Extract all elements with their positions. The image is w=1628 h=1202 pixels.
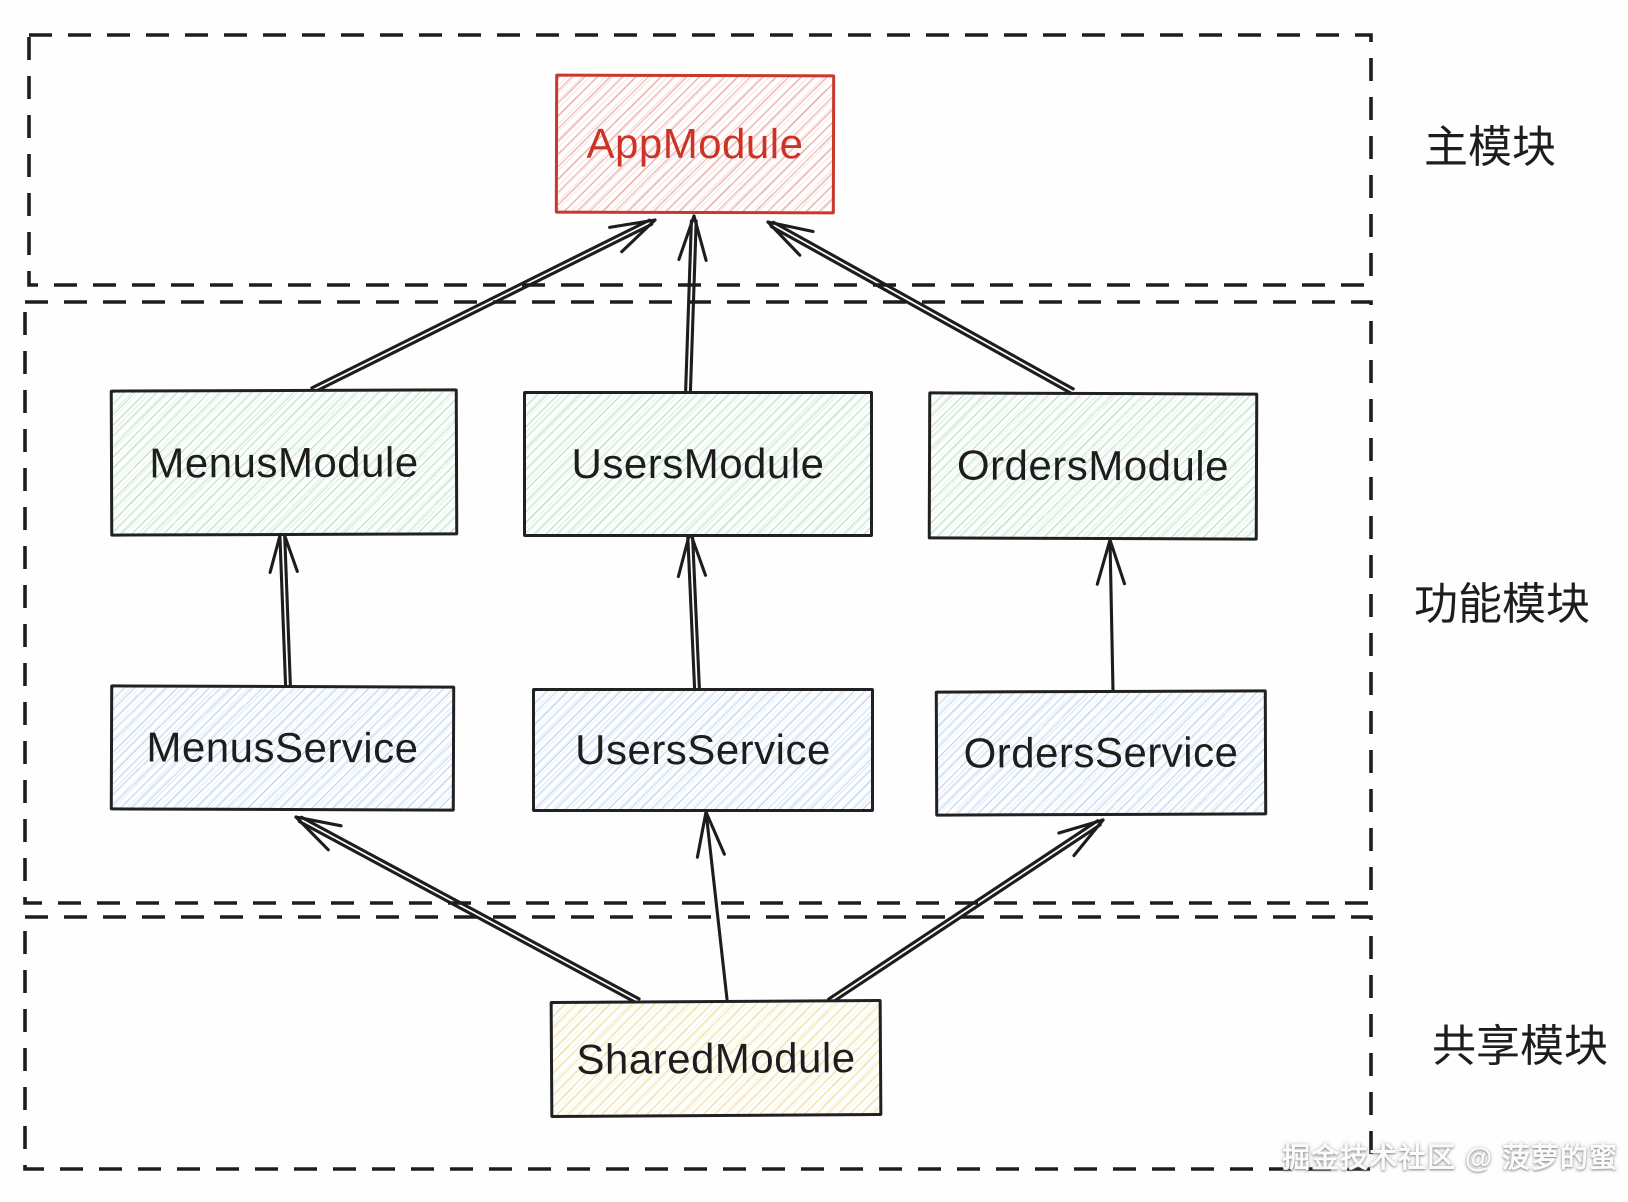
edge-orders-module-to-app-module [766,220,1075,395]
node-menus-service: MenusService [109,684,456,812]
node-orders-module: OrdersModule [927,391,1259,541]
node-users-service: UsersService [532,688,874,812]
section-box-shared-module [23,915,1373,1171]
edge-users-service-to-users-module [676,530,708,691]
edge-shared-module-to-menus-service [294,815,641,1005]
section-box-main-module [27,33,1373,287]
node-users-module: UsersModule [523,391,873,537]
section-label-main-module: 主模块 [1424,123,1556,172]
section-box-feature-module [23,300,1373,905]
node-shared-module: SharedModule [549,998,883,1119]
section-label-shared-module: 共享模块 [1432,1022,1608,1071]
edge-orders-service-to-orders-module [1095,538,1127,693]
section-label-feature-module: 功能模块 [1414,580,1590,629]
edge-menus-module-to-app-module [310,218,657,394]
node-menus-module-label: MenusModule [149,438,419,486]
edge-users-module-to-app-module [677,214,708,394]
edge-menus-service-to-menus-module [268,526,299,688]
edge-shared-module-to-orders-service [827,818,1105,1005]
node-users-module-label: UsersModule [571,440,825,487]
node-app-module-label: AppModule [586,119,804,168]
node-orders-service-label: OrdersService [963,728,1239,777]
node-users-service-label: UsersService [575,726,831,773]
dependency-arrows [268,214,1127,1005]
node-orders-module-label: OrdersModule [956,441,1230,490]
node-orders-service: OrdersService [934,689,1268,817]
node-menus-module: MenusModule [109,388,459,537]
node-menus-service-label: MenusService [146,723,419,772]
edge-shared-module-to-users-service [695,810,729,1001]
watermark: 掘金技术社区 @ 菠萝的蜜 [1282,1142,1618,1173]
node-shared-module-label: SharedModule [576,1033,856,1083]
node-app-module: AppModule [554,73,836,215]
